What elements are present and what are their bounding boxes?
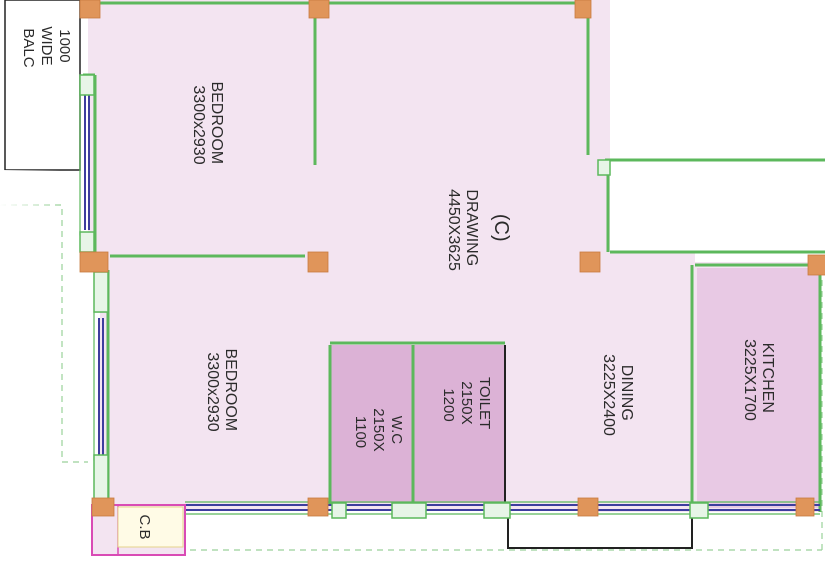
kitchen-fill: [697, 268, 819, 508]
bedroom-top-label: BEDROOM 3300x2930: [190, 81, 225, 168]
balcony-label: 1000 WIDE BALC: [20, 26, 73, 69]
kitchen-label: KITCHEN 3225X1700: [741, 339, 776, 421]
toilet-label: TOILET 2150X 1200: [440, 377, 493, 433]
cb-label: C.B: [136, 514, 153, 539]
left-fade: [0, 170, 60, 566]
dining-label: DINING 3225X2400: [600, 354, 635, 436]
bedroom-bottom-label: BEDROOM 3300x2930: [204, 348, 239, 435]
columns: [79, 0, 825, 517]
dashed-boundary: [0, 204, 823, 551]
balcony-fill: [4, 0, 81, 171]
toilet-fills: [330, 345, 504, 503]
dark-walls: [504, 345, 693, 549]
cutout-top-right: [610, 160, 825, 252]
drawing-label: (C) DRAWING 4450X3625: [445, 189, 512, 271]
wc-label: W.C 2150X 1100: [352, 408, 405, 456]
green-walls: [83, 1, 825, 512]
wall-boxes: [79, 74, 709, 519]
